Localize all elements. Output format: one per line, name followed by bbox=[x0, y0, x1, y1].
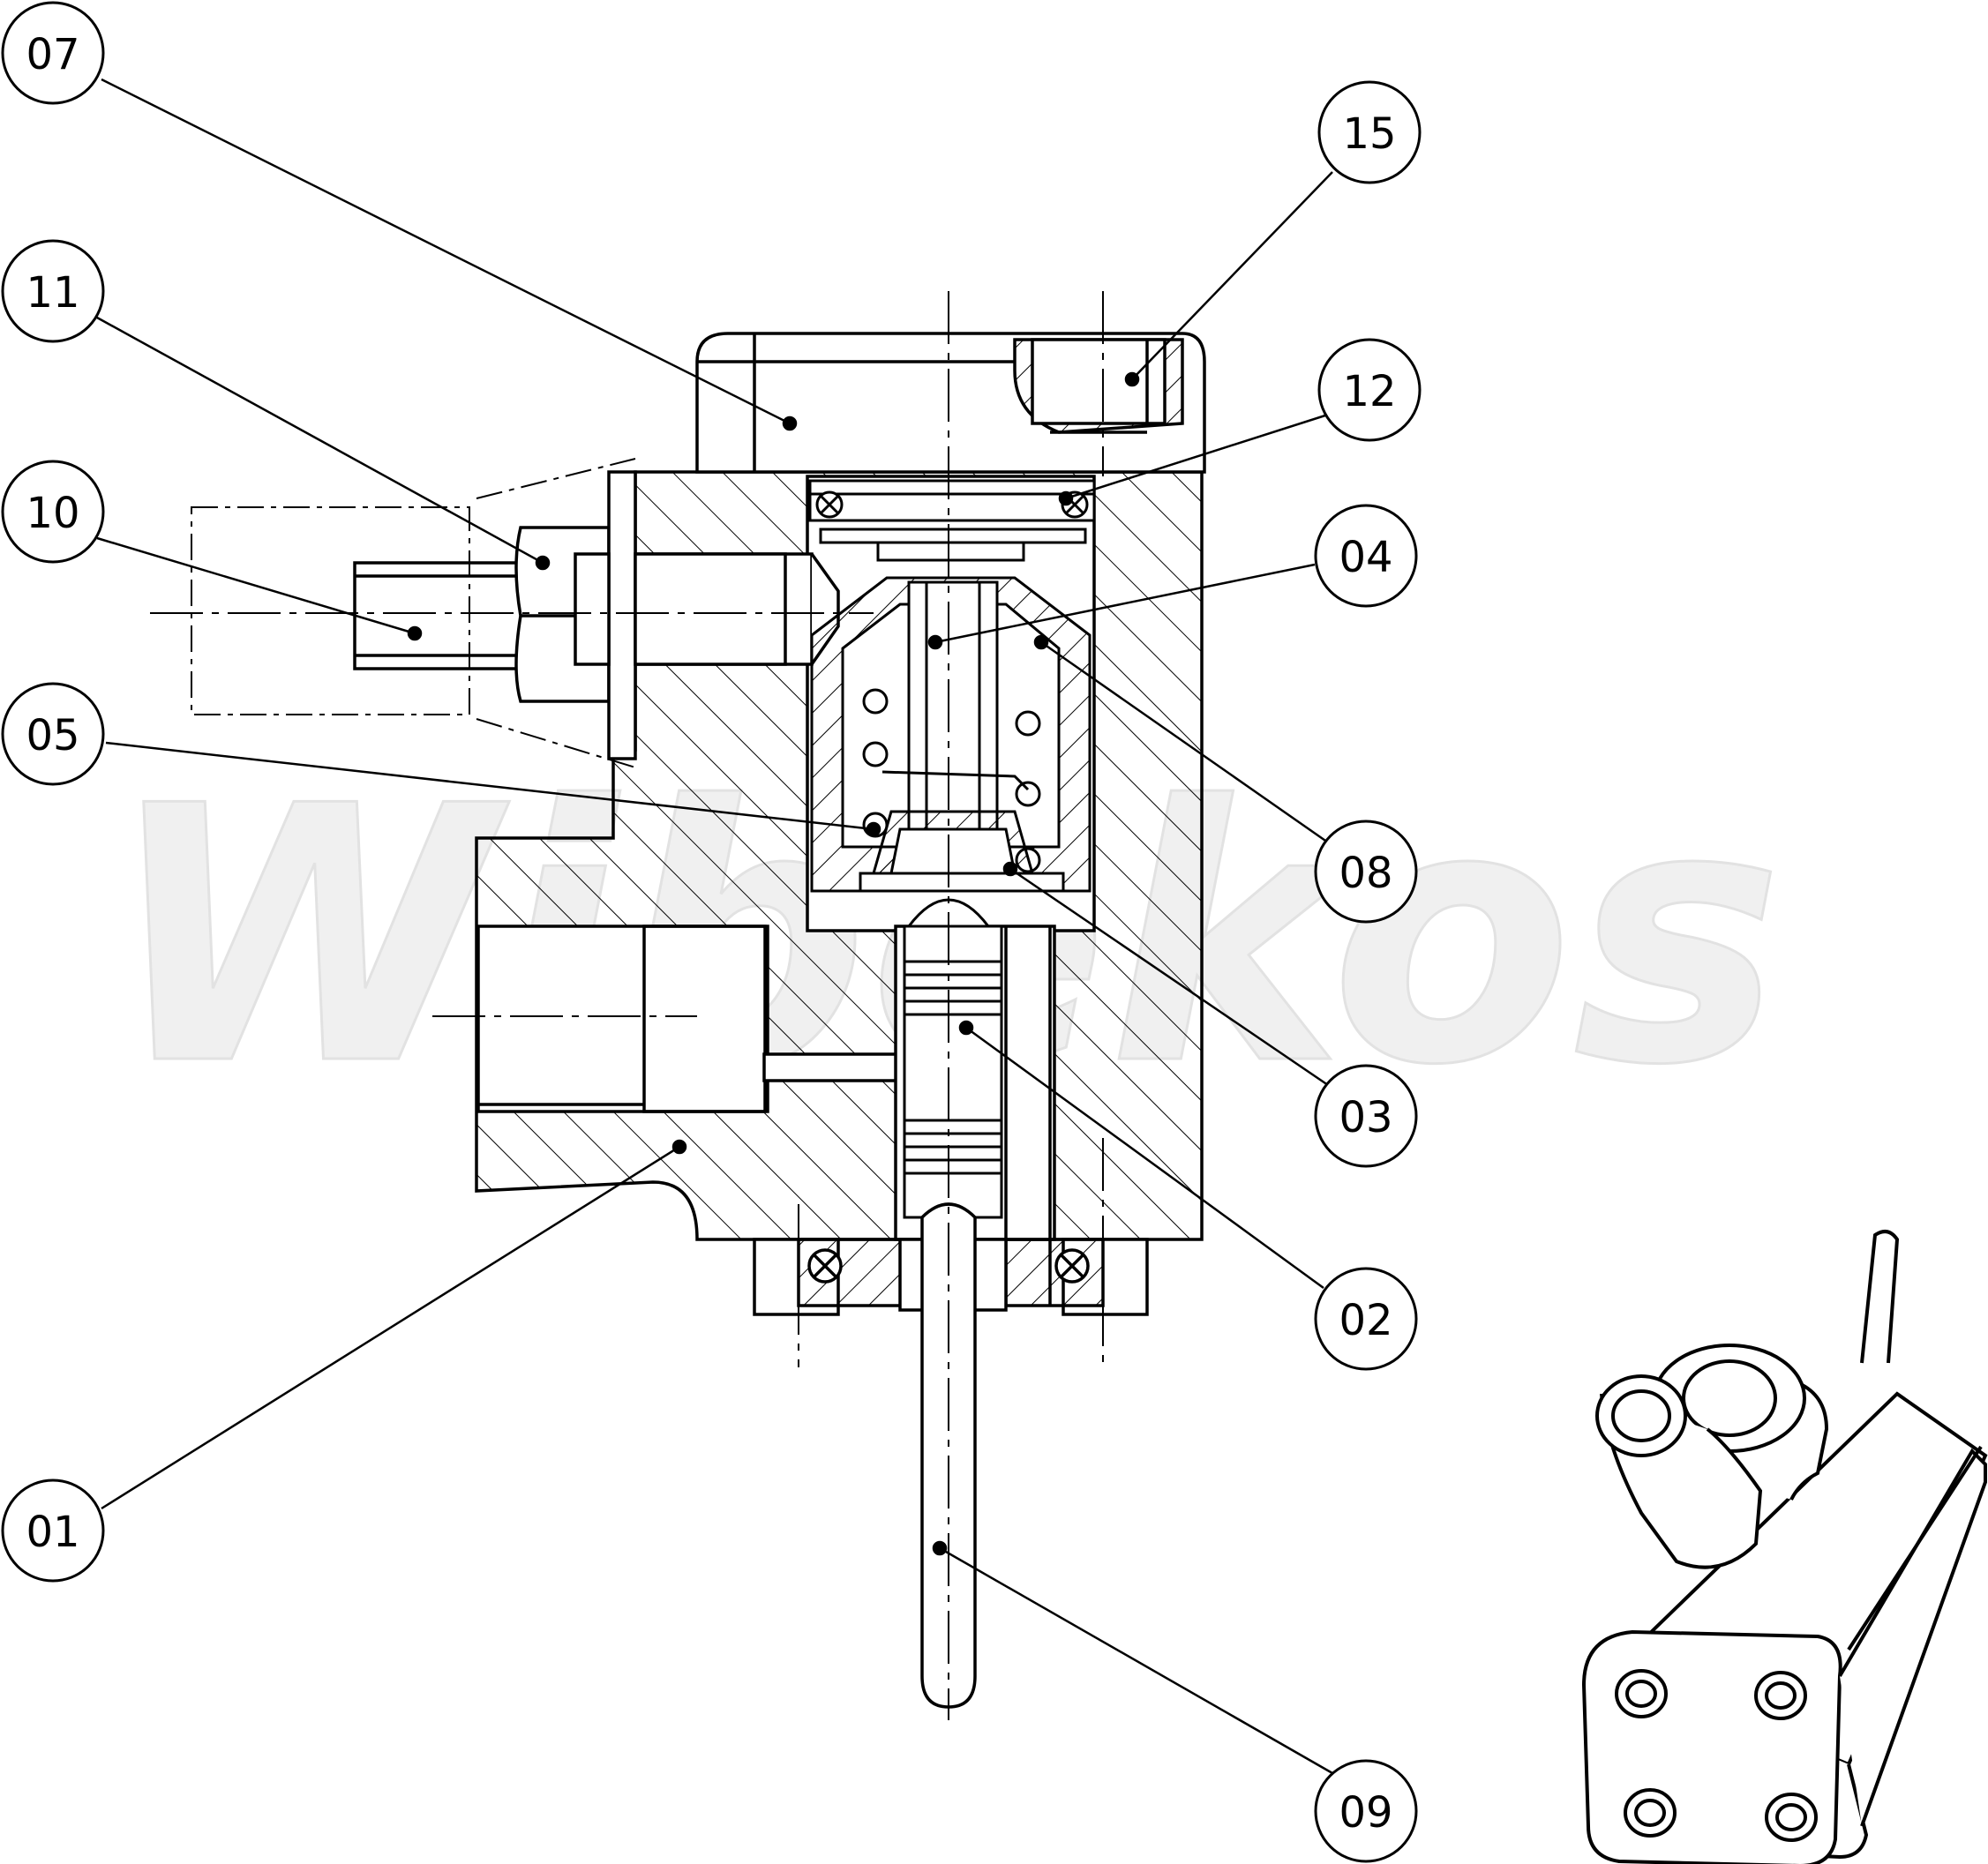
balloon-08: 08 bbox=[1314, 820, 1418, 924]
isometric-view bbox=[1581, 1230, 1988, 1864]
balloon-09: 09 bbox=[1314, 1759, 1418, 1863]
balloon-03: 03 bbox=[1314, 1064, 1418, 1168]
balloon-04-label: 04 bbox=[1339, 533, 1392, 582]
balloon-15: 15 bbox=[1317, 80, 1422, 184]
balloon-12: 12 bbox=[1317, 338, 1422, 442]
leader-lines bbox=[96, 78, 1333, 1775]
balloon-05-label: 05 bbox=[26, 711, 79, 760]
seal-ring bbox=[808, 479, 1096, 562]
balloon-10-label: 10 bbox=[26, 489, 79, 538]
balloon-01-label: 01 bbox=[26, 1508, 79, 1557]
balloon-05: 05 bbox=[1, 682, 105, 786]
center-lines bbox=[150, 291, 1104, 1720]
valve-insert bbox=[810, 576, 1092, 893]
balloon-12-label: 12 bbox=[1342, 367, 1396, 416]
balloon-07: 07 bbox=[1, 1, 105, 105]
balloon-04: 04 bbox=[1314, 504, 1418, 608]
stem bbox=[903, 898, 1003, 1219]
balloon-01: 01 bbox=[1, 1478, 105, 1583]
isometric-bolts bbox=[1615, 1669, 1818, 1842]
left-fitting bbox=[191, 458, 787, 768]
cap bbox=[695, 332, 1206, 474]
balloon-08-label: 08 bbox=[1339, 849, 1392, 898]
balloon-11-label: 11 bbox=[26, 268, 79, 318]
balloon-02: 02 bbox=[1314, 1267, 1418, 1371]
balloon-10: 10 bbox=[1, 460, 105, 564]
balloon-02-label: 02 bbox=[1339, 1296, 1392, 1345]
balloon-11: 11 bbox=[1, 239, 105, 343]
balloon-07-label: 07 bbox=[26, 30, 79, 79]
balloon-09-label: 09 bbox=[1339, 1788, 1392, 1838]
balloon-15-label: 15 bbox=[1342, 109, 1396, 159]
balloon-03-label: 03 bbox=[1339, 1093, 1392, 1142]
